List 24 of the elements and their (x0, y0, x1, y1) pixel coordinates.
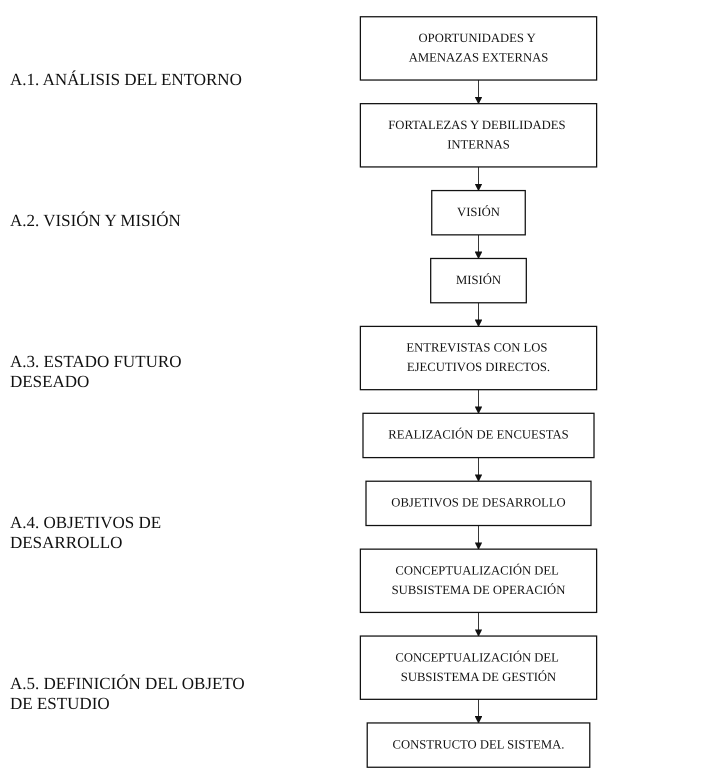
node-box: ENTREVISTAS CON LOS EJECUTIVOS DIRECTOS. (360, 326, 598, 390)
arrow (474, 302, 482, 327)
node-box: MISIÓN (430, 258, 527, 304)
node-box: OPORTUNIDADES Y AMENAZAS EXTERNAS (360, 16, 598, 81)
section-heading: A.3. ESTADO FUTURO DESEADO (10, 350, 182, 393)
node-box: CONCEPTUALIZACIÓN DEL SUBSISTEMA DE OPERACIÓN (360, 548, 598, 614)
section-heading: A.4. OBJETIVOS DE DESARROLLO (10, 512, 162, 554)
node-box: OBJETIVOS DE DESARROLLO (365, 480, 592, 526)
arrow (474, 234, 482, 259)
node-box: VISIÓN (431, 190, 526, 236)
arrow (474, 389, 482, 414)
arrow (474, 698, 482, 724)
section-heading: A.2. VISIÓN Y MISIÓN (10, 210, 182, 232)
arrow (474, 80, 482, 104)
node-box: CONSTRUCTO DEL SISTEMA. (366, 722, 590, 768)
node-box: FORTALEZAS Y DEBILIDADES INTERNAS (360, 103, 598, 168)
arrow (474, 525, 482, 550)
node-box: CONCEPTUALIZACIÓN DEL SUBSISTEMA DE GESTIÓN (360, 635, 598, 700)
arrow (474, 166, 482, 191)
section-heading: A.1. ANÁLISIS DEL ENTORNO (10, 69, 243, 92)
section-heading: A.5. DEFINICIÓN DEL OBJETO DE ESTUDIO (10, 672, 246, 715)
arrow (474, 612, 482, 636)
node-box: REALIZACIÓN DE ENCUESTAS (362, 412, 595, 458)
arrow (474, 457, 482, 482)
